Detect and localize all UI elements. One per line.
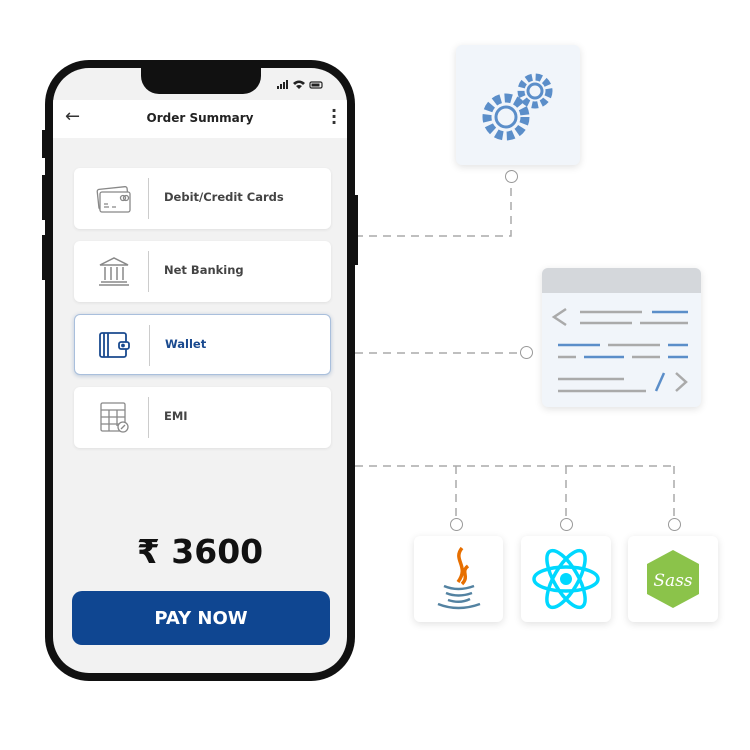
payment-option-label: Wallet: [165, 337, 207, 351]
back-arrow-icon[interactable]: ←: [65, 106, 81, 127]
divider: [148, 397, 149, 438]
editor-title-bar: [542, 268, 701, 293]
settings-tile: [456, 45, 580, 165]
sass-logo-icon: Sass: [647, 550, 699, 608]
connector-node: [505, 170, 518, 183]
payment-option-label: Net Banking: [164, 263, 244, 277]
payment-option-label: EMI: [164, 409, 188, 423]
payment-option-label: Debit/Credit Cards: [164, 190, 284, 204]
react-logo-icon: [532, 548, 600, 610]
connector-node: [560, 518, 573, 531]
divider: [149, 325, 150, 366]
connector-node: [520, 346, 533, 359]
phone-button: [42, 130, 46, 158]
java-logo-icon: [437, 546, 481, 610]
divider: [148, 178, 149, 219]
phone-screen: ← Order Summary ··· Debit/Credit Cards N…: [53, 68, 347, 673]
calculator-icon: [100, 402, 129, 433]
connector-node: [450, 518, 463, 531]
app-header: ← Order Summary ···: [53, 100, 347, 138]
gears-icon: [482, 73, 553, 141]
bank-icon: [99, 257, 129, 286]
divider: [148, 251, 149, 292]
code-lines-icon: [551, 307, 688, 393]
sass-tile: Sass: [628, 536, 718, 622]
code-editor-tile: [542, 268, 701, 407]
more-options-icon[interactable]: ···: [331, 101, 338, 132]
wallet-icon: [99, 332, 130, 358]
status-icons: [277, 80, 325, 93]
pay-now-button[interactable]: PAY NOW: [72, 591, 330, 645]
java-tile: [414, 536, 503, 622]
phone-notch: [141, 68, 261, 94]
payment-option-wallet[interactable]: Wallet: [74, 314, 331, 375]
svg-text:Sass: Sass: [653, 571, 693, 591]
credit-card-icon: [96, 186, 131, 213]
react-tile: [521, 536, 611, 622]
connector-node: [668, 518, 681, 531]
phone-button: [42, 235, 46, 280]
phone-frame: ← Order Summary ··· Debit/Credit Cards N…: [45, 60, 355, 681]
payment-option-net-banking[interactable]: Net Banking: [74, 241, 331, 302]
page-title: Order Summary: [146, 111, 254, 125]
payment-option-emi[interactable]: EMI: [74, 387, 331, 448]
phone-button: [42, 175, 46, 220]
phone-button: [354, 195, 358, 265]
payment-option-cards[interactable]: Debit/Credit Cards: [74, 168, 331, 229]
order-amount: ₹ 3600: [136, 532, 264, 571]
